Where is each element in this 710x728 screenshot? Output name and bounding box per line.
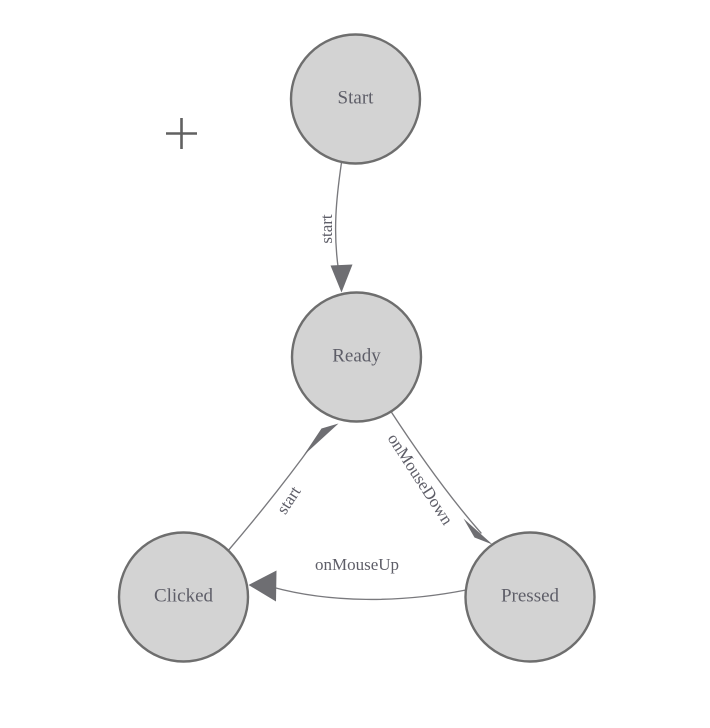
edge-start-ready-arrowhead	[330, 264, 353, 293]
edge-clicked-ready[interactable]: start	[226, 423, 339, 553]
edge-pressed-clicked-label: onMouseUp	[315, 555, 399, 574]
node-ready[interactable]: Ready	[290, 291, 423, 423]
edge-start-ready[interactable]: start	[317, 161, 353, 293]
node-start-circle[interactable]	[289, 33, 422, 165]
edge-start-ready-label: start	[317, 214, 336, 244]
node-ready-circle[interactable]	[290, 291, 423, 423]
edge-pressed-clicked[interactable]: onMouseUp	[248, 555, 467, 602]
crosshair-icon	[166, 118, 197, 149]
edge-clicked-ready-label: start	[273, 482, 305, 517]
node-clicked-label: Clicked	[154, 585, 214, 606]
node-pressed-label: Pressed	[501, 585, 560, 606]
edge-pressed-clicked-path	[271, 586, 467, 601]
edge-ready-pressed-arrowhead	[463, 518, 493, 545]
node-clicked[interactable]: Clicked	[117, 531, 250, 663]
node-pressed[interactable]: Pressed	[464, 531, 596, 663]
edge-ready-pressed-path	[389, 409, 482, 534]
node-start-label: Start	[338, 87, 375, 108]
node-pressed-circle[interactable]	[464, 531, 596, 663]
edge-start-ready-path	[334, 161, 343, 271]
edge-ready-pressed[interactable]: onMouseDown	[384, 409, 493, 545]
node-clicked-circle[interactable]	[117, 531, 250, 663]
node-ready-label: Ready	[332, 345, 381, 366]
edge-clicked-ready-arrowhead	[303, 423, 339, 456]
edge-ready-pressed-label: onMouseDown	[384, 430, 457, 529]
edge-pressed-clicked-arrowhead	[248, 570, 277, 602]
node-start[interactable]: Start	[289, 33, 422, 165]
